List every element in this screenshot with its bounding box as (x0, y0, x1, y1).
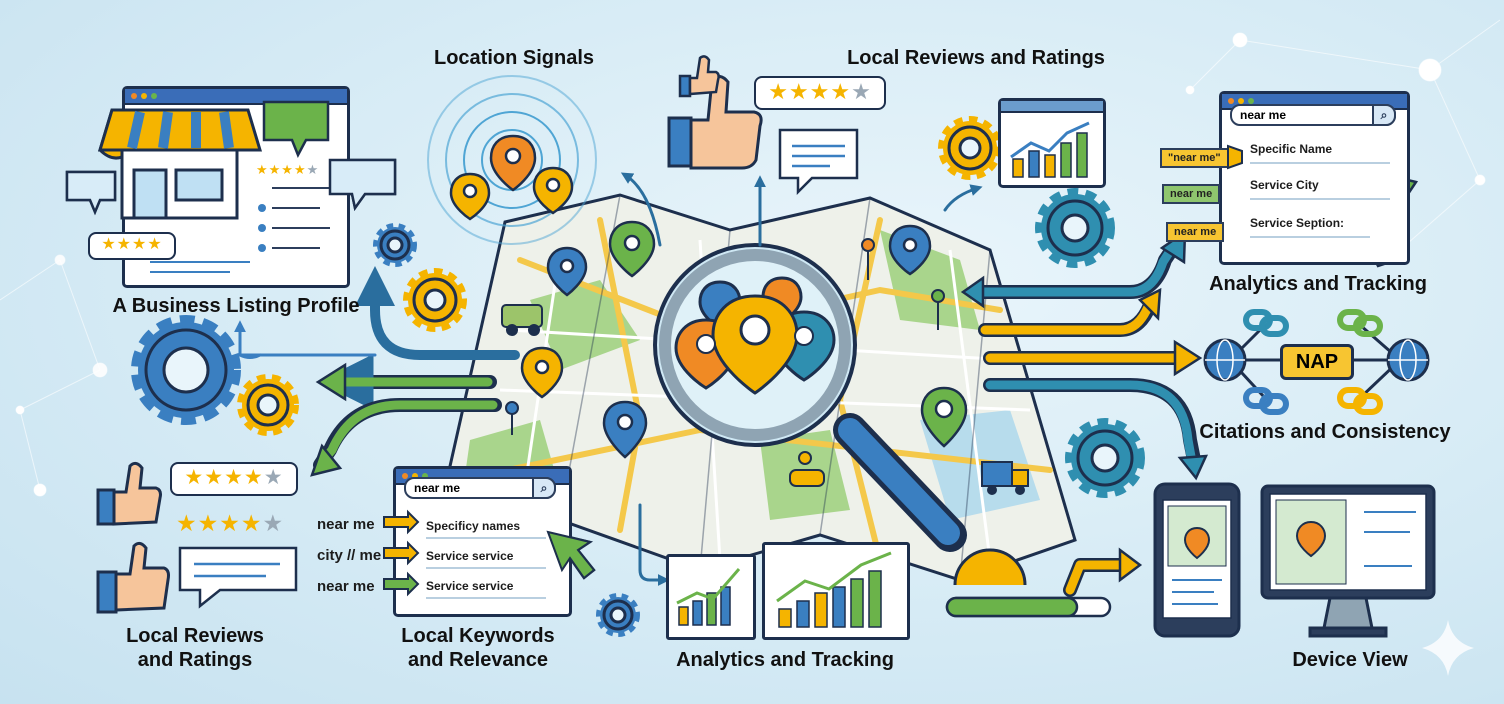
nap-badge: NAP (1280, 344, 1354, 380)
top-chart-window (998, 98, 1106, 188)
citations-network (1203, 309, 1430, 415)
analytics-top-title: Analytics and Tracking (1209, 273, 1427, 295)
thumbs-up-bottom-1-icon (96, 461, 162, 526)
analytics-chart-large (762, 542, 910, 640)
growth-chart-icon (776, 551, 892, 628)
keyword-result-1: Specificy names (426, 519, 521, 533)
magnifying-glass-icon (653, 243, 967, 552)
location-signals-radar (427, 75, 597, 245)
result-specific-name: Specific Name (1250, 142, 1333, 156)
listing-rating-badge: ★★★★ (88, 232, 176, 260)
local-reviews-bottom-line1: Local Reviews (126, 625, 264, 647)
keyword-search-query: near me (414, 481, 461, 495)
arrow-left-green-2-fill (317, 400, 498, 467)
local-keywords-line1: Local Keywords (401, 625, 555, 647)
arrow-to-analytics (638, 503, 670, 586)
listing-star-rating: ★★★★★ (256, 162, 320, 177)
search-input[interactable]: near me ⌕ (1230, 104, 1396, 126)
chain-link-icons (1243, 309, 1383, 415)
local-reviews-top-title: Local Reviews and Ratings (847, 47, 1105, 69)
local-reviews-bottom-line2: and Ratings (137, 649, 253, 671)
search-results-window: near me ⌕ Specific Name Service City Ser… (1219, 91, 1410, 265)
arrow-up-signals (620, 172, 662, 247)
tag-near-me-2: near me (1162, 184, 1221, 204)
analytics-chart-small (666, 554, 756, 640)
progress-bar (945, 596, 1112, 618)
device-view-title: Device View (1292, 649, 1408, 671)
arrow-listing-left (234, 320, 377, 357)
top-reviews-star-box: ★★★★★ (754, 76, 886, 110)
gear-icons (131, 116, 1145, 637)
keyword-search-icon[interactable]: ⌕ (532, 477, 556, 499)
local-keywords-line2: and Relevance (407, 649, 549, 671)
thumbs-up-small-icon (678, 55, 720, 98)
location-signals-title: Location Signals (433, 47, 595, 69)
globe-icon-right (1386, 338, 1430, 382)
thumbs-up-bottom-2-icon (96, 541, 170, 614)
keyword-result-2: Service service (426, 549, 514, 563)
result-service-seption: Service Seption: (1250, 216, 1345, 230)
bottom-star-row: ★★★★★ (176, 510, 285, 536)
bar-chart-icon (1010, 121, 1090, 178)
network-background (0, 19, 1501, 497)
keyword-result-3: Service service (426, 579, 514, 593)
keyword-search-input[interactable]: near me ⌕ (404, 477, 556, 499)
phone-icon (1153, 482, 1241, 638)
business-listing-title: A Business Listing Profile (112, 295, 360, 317)
tag-near-me-quoted: "near me" (1160, 148, 1229, 168)
thumbs-up-icon (667, 75, 763, 170)
map-pins (520, 220, 968, 459)
keyword-city-me: city // me (317, 547, 382, 564)
arrow-up-chart (943, 184, 983, 212)
monitor-icon (1260, 484, 1436, 638)
search-icon[interactable]: ⌕ (1372, 104, 1396, 126)
tag-near-me-3: near me (1166, 222, 1225, 242)
line-chart-icon (676, 568, 741, 626)
window-title-bar (125, 89, 347, 105)
arrow-heads (310, 229, 1209, 583)
keyword-near-me-3: near me (317, 578, 375, 595)
result-service-city: Service City (1250, 178, 1319, 192)
keyword-near-me-1: near me (317, 516, 375, 533)
map-figures (501, 238, 1029, 495)
local-keywords-title: Local Keywords and Relevance (380, 624, 576, 672)
arrow-to-listing (355, 266, 520, 360)
local-reviews-bottom-title: Local Reviews and Ratings (100, 624, 290, 672)
bottom-reviews-star-box: ★★★★★ (170, 462, 298, 496)
search-query: near me (1240, 108, 1287, 122)
sparkle-icon (1422, 620, 1474, 676)
citations-title: Citations and Consistency (1199, 421, 1451, 443)
keyword-search-window: near me ⌕ Specificy names Service servic… (393, 466, 572, 617)
analytics-bottom-title: Analytics and Tracking (676, 649, 894, 671)
globe-icon-left (1203, 338, 1247, 382)
